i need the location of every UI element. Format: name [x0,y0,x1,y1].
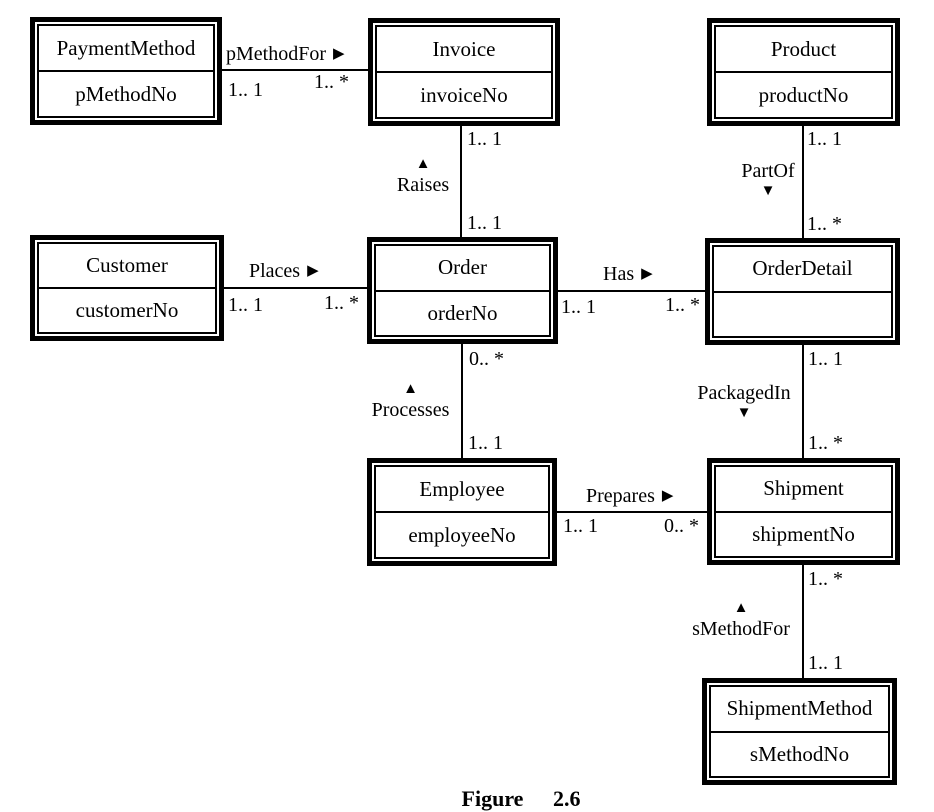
connector-prepares [555,511,709,513]
entity-name: ShipmentMethod [711,687,888,733]
connector-has [556,290,707,292]
relationship-label-packagedin: PackagedIn ▼ [688,383,800,421]
right-arrow-icon: ▶ [661,487,674,504]
multiplicity-partof-product: 1.. 1 [807,128,842,150]
entity-name: PaymentMethod [39,26,213,72]
entity-attribute: productNo [758,82,849,107]
entity-name: Employee [376,467,548,513]
connector-partof [802,124,804,240]
entity-product: Product productNo [707,18,900,126]
right-arrow-icon: ▶ [333,45,345,62]
relationship-label-has: Has ▶ [603,264,653,284]
relationship-name: Processes [371,399,450,421]
entity-attribute: invoiceNo [420,82,508,107]
relationship-label-places: Places ▶ [249,261,319,281]
relationship-label-raises: ▲ Raises [390,156,456,196]
relationship-name: Prepares [586,485,655,507]
entity-name: Customer [39,244,215,289]
relationship-name: sMethodFor [692,618,790,640]
relationship-name: PackagedIn [697,382,791,404]
up-arrow-icon: ▲ [403,381,418,397]
entity-payment-method: PaymentMethod pMethodNo [30,17,222,125]
entity-order: Order orderNo [367,237,558,344]
multiplicity-prepares-employee: 1.. 1 [563,515,598,537]
entity-shipment: Shipment shipmentNo [707,458,900,565]
entity-order-detail: OrderDetail [705,238,900,345]
relationship-label-processes: ▲ Processes [363,381,458,421]
multiplicity-processes-employee: 1.. 1 [468,432,503,454]
multiplicity-prepares-shipment: 0.. * [664,515,699,537]
multiplicity-has-order: 1.. 1 [561,296,596,318]
connector-processes [461,342,463,460]
entity-attribute: customerNo [75,298,179,322]
entity-name: Shipment [716,467,891,513]
relationship-name: PartOf [741,160,795,182]
connector-packagedin [802,343,804,460]
entity-name: OrderDetail [714,247,891,293]
right-arrow-icon: ▶ [641,265,653,282]
relationship-name: pMethodFor [226,43,326,65]
entity-attribute: pMethodNo [75,81,177,106]
up-arrow-icon: ▲ [733,600,749,616]
multiplicity-raises-order: 1.. 1 [467,212,502,234]
relationship-label-partof: PartOf ▼ [733,161,803,199]
multiplicity-pmethodfor-paymentmethod: 1.. 1 [228,79,263,101]
multiplicity-smethodfor-shipmentmethod: 1.. 1 [808,652,843,674]
entity-attribute: sMethodNo [749,741,850,766]
up-arrow-icon: ▲ [415,156,431,172]
relationship-label-prepares: Prepares ▶ [586,486,673,506]
figure-caption: Figure 2.6 [461,786,581,811]
connector-raises [460,124,462,239]
relationship-label-pmethodfor: pMethodFor ▶ [226,44,345,64]
down-arrow-icon: ▼ [736,405,752,421]
er-diagram: PaymentMethod pMethodNo Invoice invoiceN… [30,17,900,811]
multiplicity-raises-invoice: 1.. 1 [467,128,502,150]
multiplicity-places-order: 1.. * [324,292,359,314]
relationship-name: Raises [396,174,450,196]
multiplicity-smethodfor-shipment: 1.. * [808,568,843,590]
entity-attribute: orderNo [427,300,498,325]
multiplicity-packagedin-orderdetail: 1.. 1 [808,348,843,370]
multiplicity-partof-orderdetail: 1.. * [807,213,842,235]
down-arrow-icon: ▼ [760,183,776,199]
relationship-label-smethodfor: ▲ sMethodFor [684,600,798,640]
entity-name: Product [716,27,891,73]
relationship-name: Places [249,260,301,282]
entity-customer: Customer customerNo [30,235,224,341]
relationship-name: Has [603,263,635,285]
entity-attribute: shipmentNo [752,521,855,546]
right-arrow-icon: ▶ [307,262,319,279]
multiplicity-has-orderdetail: 1.. * [665,294,700,316]
connector-pmethodfor [220,69,370,71]
connector-smethodfor [802,563,804,680]
multiplicity-pmethodfor-invoice: 1.. * [314,71,349,93]
entity-employee: Employee employeeNo [367,458,557,566]
entity-invoice: Invoice invoiceNo [368,18,560,126]
entity-attribute [714,293,891,337]
entity-attribute: employeeNo [408,522,516,547]
entity-name: Order [376,246,549,292]
entity-shipment-method: ShipmentMethod sMethodNo [702,678,897,785]
multiplicity-packagedin-shipment: 1.. * [808,432,843,454]
connector-places [222,287,369,289]
entity-name: Invoice [377,27,551,73]
multiplicity-places-customer: 1.. 1 [228,294,263,316]
multiplicity-processes-order: 0.. * [469,348,504,370]
